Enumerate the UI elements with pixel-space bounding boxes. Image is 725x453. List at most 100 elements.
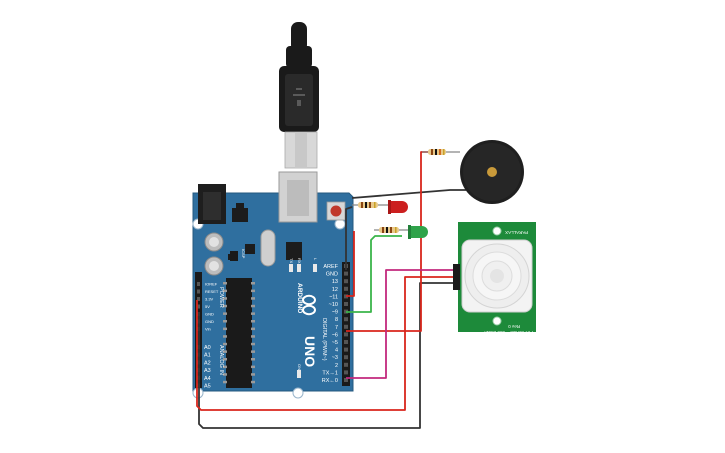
- wire-magenta-pir-out: [346, 269, 456, 379]
- chip-leg: [251, 304, 255, 308]
- digital-pin-label: 4: [335, 348, 338, 354]
- chip-leg: [251, 373, 255, 376]
- digital-pin-label: 7: [335, 325, 338, 331]
- chip-leg: [223, 373, 227, 376]
- arduino-logo: [302, 294, 316, 316]
- power-pin-label: 3.3V: [205, 297, 214, 302]
- digital-pin-hole[interactable]: [344, 340, 348, 344]
- digital-pin-hole[interactable]: [344, 355, 348, 360]
- wire-black-pir-gnd: [198, 282, 456, 429]
- digital-pin-hole[interactable]: [344, 324, 348, 329]
- chip-leg: [251, 335, 255, 338]
- digital-pin-hole[interactable]: [344, 362, 348, 367]
- arduino-uno-board: ARDUINO UNO DIGITAL (PWM~) POWER ANALOG …: [192, 171, 354, 399]
- digital-pin-label: 2: [335, 363, 338, 369]
- wire-red-pir-vcc: [196, 276, 456, 411]
- power-pin-hole[interactable]: [197, 289, 200, 294]
- wires: [196, 151, 466, 429]
- chip-leg: [223, 282, 227, 285]
- digital-pin-hole[interactable]: [344, 347, 348, 352]
- resistor-buzzer: [422, 149, 460, 155]
- digital-pin-label: ~9: [332, 310, 338, 316]
- resistor-green-led: [374, 227, 410, 233]
- power-pin-label: Vin: [205, 327, 211, 332]
- digital-pin-hole[interactable]: [344, 317, 348, 322]
- digital-pin-hole[interactable]: [344, 378, 348, 382]
- analog-pin-label: A3: [204, 368, 211, 374]
- digital-pin-hole[interactable]: [344, 370, 348, 375]
- digital-header: [342, 262, 350, 386]
- red-led: [388, 200, 408, 214]
- chip-leg: [223, 327, 227, 331]
- chip-leg: [223, 304, 227, 308]
- digital-pin-hole[interactable]: [344, 286, 348, 291]
- board-model-label: UNO: [302, 336, 318, 367]
- on-led-label: ON: [297, 364, 302, 370]
- analog-pin-label: A1: [204, 353, 211, 359]
- digital-pin-label: AREF: [323, 264, 338, 270]
- chip-leg: [223, 312, 227, 315]
- chip-leg: [251, 327, 255, 331]
- wire-red-led: [346, 231, 355, 297]
- wire-black-buzzer: [351, 189, 466, 199]
- pir-sensor: PIR Sensor Rev 0 555-28027 PARALLAX: [453, 222, 536, 335]
- pir-rev: Rev 0: [508, 324, 520, 329]
- chip-leg: [223, 358, 227, 361]
- digital-pin-label: RX←0: [322, 378, 338, 384]
- power-pin-label: IOREF: [205, 282, 218, 287]
- digital-pin-label: ~10: [329, 302, 338, 308]
- digital-pin-label: 12: [332, 287, 338, 293]
- l-led-label: L: [313, 258, 318, 261]
- power-pin-label: RESET: [205, 289, 219, 294]
- power-section-label: POWER: [218, 287, 224, 308]
- chip-leg: [223, 289, 227, 293]
- analog-pin-label: A4: [204, 376, 211, 382]
- digital-section-label: DIGITAL (PWM~): [321, 318, 327, 361]
- power-pin-hole[interactable]: [197, 282, 200, 286]
- green-led: [408, 225, 428, 239]
- digital-pin-label: ~5: [332, 340, 338, 346]
- usb-cable: [279, 22, 319, 169]
- digital-pin-label: GND: [326, 272, 338, 278]
- digital-pin-label: 13: [332, 279, 338, 285]
- chip-leg: [251, 358, 255, 361]
- power-pin-hole[interactable]: [197, 304, 200, 309]
- resistor-red-led: [352, 202, 390, 208]
- digital-pin-hole[interactable]: [344, 332, 348, 337]
- analog-pin-label: A2: [204, 360, 211, 366]
- chip-leg: [251, 365, 255, 369]
- rx-led-label: RX: [297, 258, 302, 264]
- tx-led-label: TX: [289, 258, 294, 263]
- power-pin-label: 5V: [205, 304, 210, 309]
- chip-leg: [251, 320, 255, 323]
- chip-leg: [223, 350, 227, 353]
- chip-leg: [251, 282, 255, 285]
- digital-pin-label: ~6: [332, 332, 338, 338]
- pir-brand: PARALLAX: [505, 230, 528, 235]
- power-pin-label: GND: [205, 319, 214, 324]
- icsp-label: ICSP: [241, 249, 246, 259]
- chip-leg: [223, 335, 227, 338]
- analog-section-label: ANALOG IN: [218, 345, 224, 375]
- chip-leg: [223, 342, 227, 346]
- chip-leg: [251, 312, 255, 315]
- chip-leg: [251, 350, 255, 353]
- digital-pin-label: TX→1: [322, 370, 338, 376]
- chip-leg: [251, 380, 255, 384]
- digital-pin-hole[interactable]: [344, 271, 348, 276]
- chip-leg: [223, 365, 227, 369]
- digital-pin-label: ~11: [329, 294, 338, 300]
- power-pin-hole[interactable]: [197, 297, 200, 301]
- piezo-buzzer: [460, 140, 524, 204]
- digital-pin-hole[interactable]: [344, 302, 348, 306]
- chip-leg: [251, 342, 255, 346]
- wire-green-led: [346, 235, 402, 313]
- chip-leg: [223, 320, 227, 323]
- digital-pin-label: 8: [335, 317, 338, 323]
- digital-pin-hole[interactable]: [344, 279, 348, 284]
- chip-leg: [223, 297, 227, 300]
- pir-title: PIR Sensor: [509, 330, 533, 335]
- analog-pin-label: A0: [204, 345, 211, 351]
- chip-leg: [223, 380, 227, 384]
